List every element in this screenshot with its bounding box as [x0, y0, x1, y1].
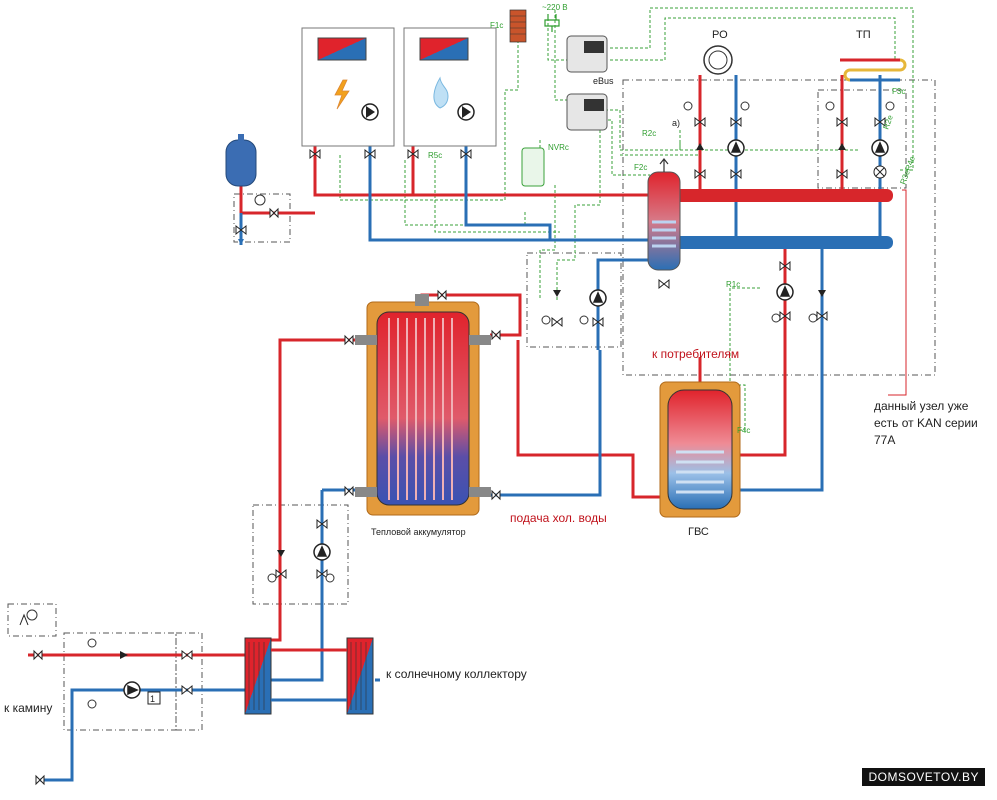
control-frames	[7, 79, 936, 731]
label-accumulator: Тепловой аккумулятор	[371, 527, 466, 537]
watermark: DOMSOVETOV.BY	[862, 768, 985, 786]
note-leader-line	[888, 189, 907, 396]
accum-pump-icon	[589, 289, 607, 307]
label-tp: ТП	[856, 29, 871, 41]
heat-accumulator	[355, 294, 491, 516]
label-solar: к солнечному коллектору	[386, 667, 527, 681]
label-consumers: к потребителям	[652, 347, 739, 361]
label-f1c: F1c	[490, 21, 503, 30]
frame-right-group	[622, 79, 936, 376]
dhw-pump-icon	[776, 283, 794, 301]
lightning-icon	[334, 79, 350, 110]
underfloor-coil	[840, 58, 907, 82]
label-r1c: R1c	[726, 280, 740, 289]
controller-main	[566, 93, 608, 131]
note-kan-unit: данный узел уже есть от KAN серии 77А	[874, 399, 978, 447]
frame-fireplace-valves	[175, 632, 203, 731]
separator-coil	[652, 220, 676, 248]
dhw-tank	[659, 381, 741, 518]
frame-accum-pump-group	[526, 252, 622, 348]
label-f3c: F3c	[892, 87, 905, 96]
label-dhw: ГВС	[688, 526, 709, 538]
check-valves	[120, 143, 846, 659]
label-r5c: R5c	[428, 151, 442, 160]
pumps	[123, 139, 889, 699]
frame-fireplace-group	[63, 632, 177, 731]
solar-pump-icon	[313, 543, 331, 561]
label-voltage: ~220 В	[542, 3, 568, 12]
solar-heat-exchanger	[346, 637, 374, 715]
label-cold-water: подача хол. воды	[510, 511, 607, 525]
frame-safety-group	[7, 603, 57, 637]
label-ro: РО	[712, 29, 728, 41]
ro-gauge	[703, 45, 733, 75]
valves	[33, 116, 886, 786]
label-f2c: F2c	[634, 163, 647, 172]
tp-pump-icon	[871, 139, 889, 157]
label-r2e: R2e	[881, 113, 895, 130]
label-a: a)	[672, 118, 680, 128]
fireplace-return-arrow	[19, 613, 29, 626]
gas-boiler	[403, 27, 497, 147]
label-mixer-one: 1	[150, 694, 155, 704]
label-nvrc: NVRc	[548, 143, 569, 152]
frame-tp-group	[817, 89, 907, 189]
controller-ebus	[566, 35, 608, 73]
frame-expansion-group	[233, 193, 291, 243]
flame-icon	[433, 76, 449, 109]
fireplace-pump-icon	[123, 681, 141, 699]
frame-solar-pump-group	[252, 504, 349, 605]
fireplace-heat-exchanger	[244, 637, 272, 715]
thermostatic-mixer	[147, 691, 161, 705]
nvrc-module	[521, 147, 545, 187]
temp-sensors	[26, 101, 895, 709]
label-ebus: eBus	[593, 76, 614, 86]
ro-pump-icon	[727, 139, 745, 157]
supply-header	[650, 189, 893, 202]
label-f4c: F4c	[737, 426, 750, 435]
outdoor-sensor	[509, 9, 527, 43]
electric-boiler	[301, 27, 395, 147]
return-header	[650, 236, 893, 249]
plug-icon	[544, 14, 560, 32]
mixing-valve-icon	[873, 165, 887, 179]
expansion-vessel	[225, 134, 266, 245]
label-fireplace: к камину	[4, 701, 52, 715]
air-vent-icon	[659, 158, 669, 172]
label-r2c: R2c	[642, 129, 656, 138]
